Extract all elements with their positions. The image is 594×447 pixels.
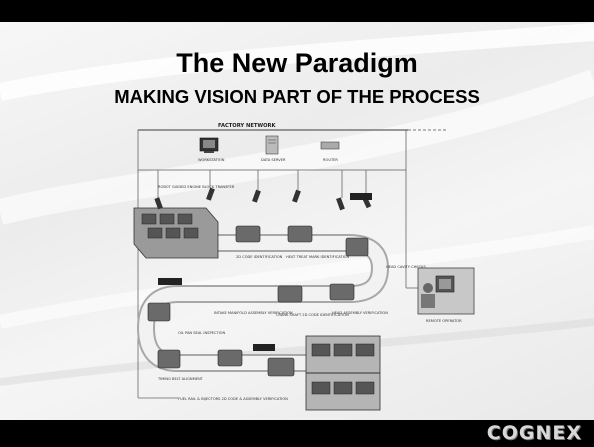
data-server-icon (265, 135, 279, 155)
engine-block-bin (133, 207, 219, 259)
camera-icons-top (154, 187, 372, 211)
workstation-icon (199, 137, 219, 153)
scanner-top-icon (350, 193, 372, 200)
engines-row-bottom (157, 349, 295, 377)
station-label-timing-belt: TIMING BELT ALIGNMENT (157, 377, 204, 381)
station-label-robot-transfer: ROBOT GUIDED ENGINE BLOCK TRANSFER (158, 185, 235, 189)
pallet-rack (305, 335, 381, 411)
router-icon (320, 141, 340, 150)
device-label-data-server: DATA SERVER (261, 158, 286, 162)
scanner-middle-icon (158, 278, 182, 285)
factory-network-diagram: FACTORY NETWORK WORKSTATION DATA SERVER … (133, 123, 475, 411)
device-label-workstation: WORKSTATION (198, 158, 225, 162)
station-label-heat-treat: HEAT TREAT MARK IDENTIFICATION (286, 255, 349, 259)
slide-title: The New Paradigm (176, 48, 418, 78)
device-label-router: ROUTER (323, 158, 338, 162)
station-label-oil-pan: OIL PAN SEAL INSPECTION (178, 331, 225, 335)
cognex-logo: COGNEX (486, 422, 582, 444)
background-swoosh (0, 23, 594, 386)
remote-operator-station (417, 267, 475, 315)
scanner-bottom-icon (253, 344, 275, 351)
station-label-head-assembly: HEAD ASSEMBLY VERIFICATION (332, 311, 388, 315)
station-label-remote-operator: REMOTE OPERATOR (426, 319, 462, 323)
top-bar (0, 0, 594, 22)
engines-row-middle (147, 283, 355, 322)
network-label: FACTORY NETWORK (218, 123, 277, 129)
station-label-2d-code: 2D CODE IDENTIFICATION (236, 255, 283, 259)
station-label-intake-manifold: INTAKE MANIFOLD ASSEMBLY VERIFICATION (214, 311, 293, 315)
slide: The New Paradigm MAKING VISION PART OF T… (0, 22, 594, 420)
conveyor-path (136, 234, 390, 372)
bottom-bar: COGNEX (0, 420, 594, 447)
station-label-fuel-rail: FUEL RAIL & INJECTORS 2D CODE & ASSEMBLY… (178, 397, 288, 401)
station-label-crank-shaft: CRANK SHAFT 2D CODE IDENTIFICATION (276, 313, 349, 317)
engines-row-top (235, 225, 369, 257)
slide-subtitle: MAKING VISION PART OF THE PROCESS (114, 86, 480, 107)
station-label-head-cavity: HEAD CAVITY CHECKS (386, 265, 426, 269)
